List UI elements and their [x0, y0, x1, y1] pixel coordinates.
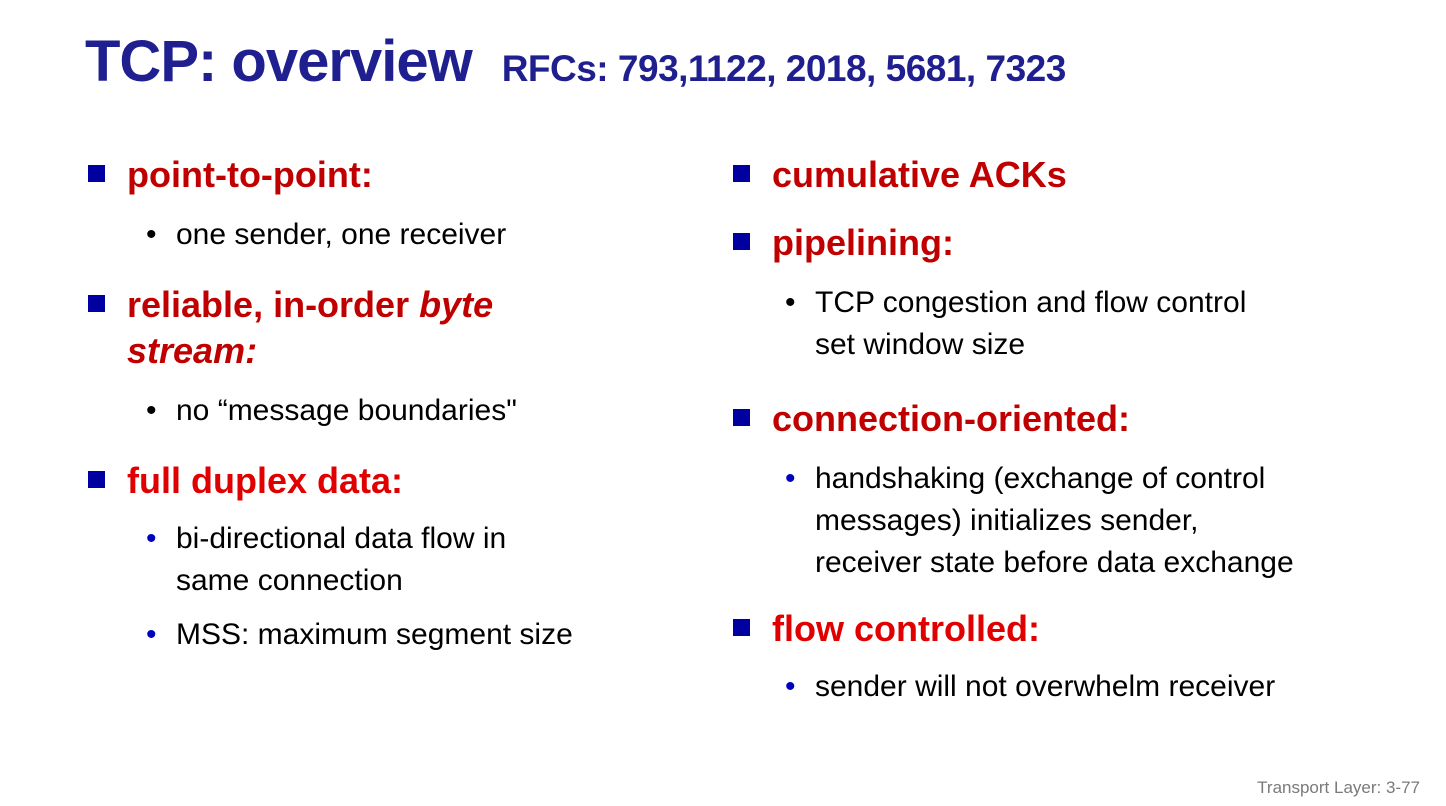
subbullet-sender-overwhelm: • sender will not overwhelm receiver	[785, 666, 1446, 708]
bullet-pipelining: pipelining:	[733, 220, 1446, 266]
bullet-label: pipelining:	[772, 222, 954, 263]
subbullet-text: handshaking (exchange of control message…	[815, 462, 1294, 579]
subbullet-handshaking: • handshaking (exchange of control messa…	[785, 458, 1446, 584]
bullet-cumulative-acks: cumulative ACKs	[733, 152, 1446, 198]
bullet-label: connection-oriented:	[772, 398, 1130, 439]
bullet-dot-icon: •	[785, 670, 796, 703]
bullet-square-icon	[733, 409, 750, 426]
subbullet-one-sender: • one sender, one receiver	[146, 214, 708, 256]
bullet-label: flow controlled:	[772, 608, 1040, 649]
bullet-label: reliable, in-order byte stream:	[127, 284, 494, 371]
bullet-square-icon	[733, 619, 750, 636]
bullet-square-icon	[733, 165, 750, 182]
bullet-full-duplex: full duplex data:	[88, 458, 708, 504]
subbullet-text: sender will not overwhelm receiver	[815, 670, 1276, 703]
subbullet-text: bi-directional data flow in same connect…	[176, 522, 507, 597]
bullet-dot-icon: •	[785, 286, 796, 319]
subbullet-text: one sender, one receiver	[176, 218, 507, 251]
right-column: cumulative ACKs pipelining: • TCP conges…	[733, 152, 1446, 708]
bullet-label: cumulative ACKs	[772, 154, 1067, 195]
title-row: TCP: overview RFCs: 793,1122, 2018, 5681…	[85, 28, 1066, 95]
bullet-point-to-point: point-to-point:	[88, 152, 708, 198]
bullet-dot-icon: •	[146, 394, 157, 427]
subbullet-text: MSS: maximum segment size	[176, 618, 573, 651]
subbullet-text: no “message boundaries"	[176, 394, 517, 427]
subbullet-no-message-boundaries: • no “message boundaries"	[146, 390, 708, 432]
subbullet-tcp-congestion: • TCP congestion and flow control set wi…	[785, 282, 1446, 366]
bullet-dot-icon: •	[146, 522, 157, 555]
footer-page-number: Transport Layer: 3-77	[1257, 778, 1420, 797]
subbullet-mss: • MSS: maximum segment size	[146, 614, 708, 656]
bullet-flow-controlled: flow controlled:	[733, 606, 1446, 652]
page-subtitle-rfcs: RFCs: 793,1122, 2018, 5681, 7323	[501, 48, 1067, 89]
bullet-dot-icon: •	[146, 218, 157, 251]
bullet-label: point-to-point:	[127, 154, 373, 195]
bullet-connection-oriented: connection-oriented:	[733, 396, 1446, 442]
bullet-dot-icon: •	[785, 462, 796, 495]
bullet-reliable-byte-stream: reliable, in-order byte stream:	[88, 282, 708, 374]
left-column: point-to-point: • one sender, one receiv…	[88, 152, 708, 656]
bullet-square-icon	[88, 165, 105, 182]
page-title: TCP: overview	[85, 29, 473, 94]
bullet-square-icon	[733, 233, 750, 250]
bullet-square-icon	[88, 471, 105, 488]
bullet-square-icon	[88, 295, 105, 312]
subbullet-bidirectional: • bi-directional data flow in same conne…	[146, 518, 708, 602]
subbullet-text: TCP congestion and flow control set wind…	[815, 286, 1247, 361]
bullet-dot-icon: •	[146, 618, 157, 651]
bullet-label: full duplex data:	[127, 460, 404, 501]
